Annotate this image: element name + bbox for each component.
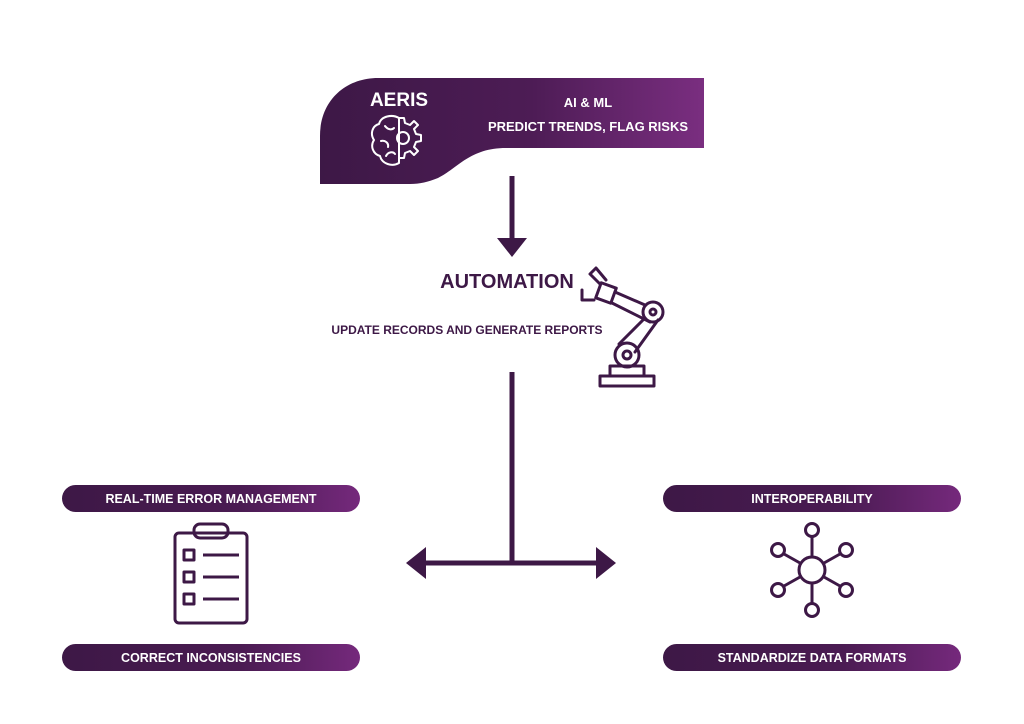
left-top-pill: [62, 485, 360, 512]
automation-title: AUTOMATION: [440, 271, 574, 293]
left-bottom-pill: [62, 644, 360, 671]
left-panel: REAL-TIME ERROR MANAGEMENT CORRECT INCON…: [62, 485, 360, 671]
brain-gear-icon: [370, 115, 422, 166]
robot-arm-icon: [580, 266, 665, 388]
right-bottom-pill: [663, 644, 961, 671]
right-bottom-label: STANDARDIZE DATA FORMATS: [718, 651, 907, 665]
header-line2: PREDICT TRENDS, FLAG RISKS: [488, 119, 688, 134]
right-panel: INTEROPERABILITY STANDARDIZE DATA FORMAT…: [663, 485, 961, 671]
split-arrows: [406, 372, 616, 579]
header-line1: AI & ML: [564, 95, 612, 110]
left-top-label: REAL-TIME ERROR MANAGEMENT: [105, 492, 316, 506]
network-hub-icon: [770, 522, 854, 618]
header-background: [320, 78, 704, 184]
arrow-down: [497, 176, 527, 257]
automation-subtitle: UPDATE RECORDS AND GENERATE REPORTS: [331, 323, 602, 337]
right-top-label: INTEROPERABILITY: [751, 492, 873, 506]
clipboard-checklist-icon: [173, 522, 249, 625]
right-top-pill: [663, 485, 961, 512]
left-bottom-label: CORRECT INCONSISTENCIES: [121, 651, 301, 665]
aeris-header: AERIS AI & ML PREDICT TRENDS, FLAG RISKS: [320, 78, 704, 184]
header-brand: AERIS: [370, 90, 428, 111]
